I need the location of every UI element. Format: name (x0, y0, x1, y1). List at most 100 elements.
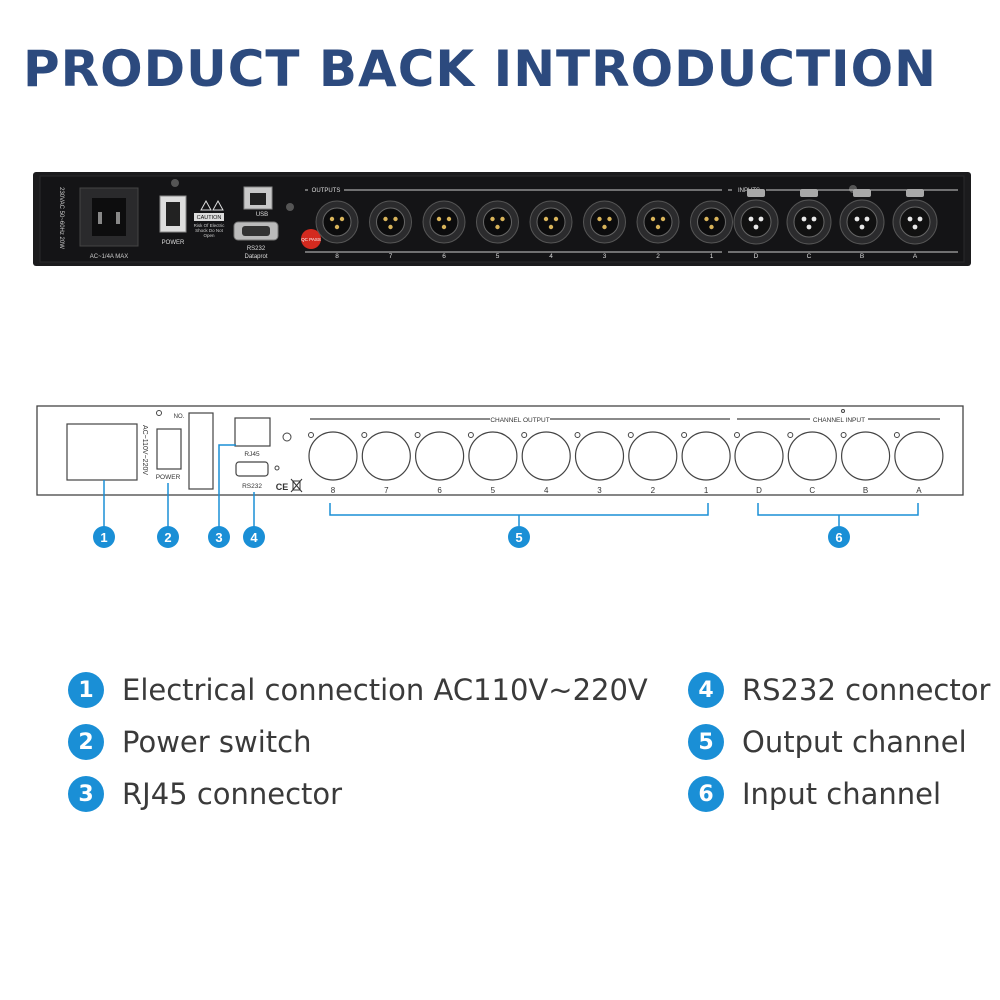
photo-output-number: 2 (656, 253, 660, 260)
photo-input-connector: C (786, 189, 832, 260)
leader-line-3 (218, 444, 236, 528)
drawing-input-letter: C (809, 486, 815, 495)
drawing-output-connector: 5 (467, 431, 518, 495)
photo-input-letter: B (860, 253, 864, 260)
svg-text:2: 2 (164, 530, 171, 545)
photo-input-letter: C (807, 253, 812, 260)
photo-output-number: 1 (710, 253, 714, 260)
legend-text: Electrical connection AC110V~220V (122, 673, 648, 707)
legend-text: Output channel (742, 725, 967, 759)
photo-output-connector: 5 (476, 200, 519, 260)
drawing-output-number: 1 (704, 486, 709, 495)
power-rating-label: 230VAC 50~60Hz 20W (58, 187, 64, 249)
drawing-output-number: 8 (331, 486, 336, 495)
photo-output-connector: 3 (583, 200, 626, 260)
photo-output-connector: 1 (690, 200, 733, 260)
screw-icon (286, 203, 294, 211)
warning-icon (200, 199, 212, 211)
callout-4: 4 (243, 526, 265, 548)
photo-output-number: 7 (389, 253, 393, 260)
legend-item-5: 5 Output channel (688, 720, 967, 764)
photo-output-number: 3 (603, 253, 607, 260)
legend-item-2: 2 Power switch (68, 720, 311, 764)
photo-output-connector: 4 (529, 200, 573, 260)
legend-text: Power switch (122, 725, 312, 759)
photo-output-connector: 8 (315, 200, 359, 260)
drawing-input-connector: D (734, 431, 784, 495)
legend-badge: 1 (68, 672, 104, 708)
line-drawing: AC~110V~220V NO. POWER RJ45 RS232 CE CHA… (36, 405, 964, 548)
drawing-output-number: 6 (437, 486, 442, 495)
drawing-output-connector: 7 (361, 431, 411, 495)
photo-output-number: 8 (335, 253, 339, 260)
channel-output-label: CHANNEL OUTPUT (490, 417, 549, 424)
drawing-rs232-port (235, 461, 269, 477)
screw-icon (171, 179, 179, 187)
drawing-input-connector: C (787, 431, 837, 495)
output-bracket (329, 503, 709, 516)
drawing-input-letter: A (916, 486, 922, 495)
caution-note: Risk Of Electric Shock Do Not Open (193, 223, 225, 238)
iec-socket-icon (92, 198, 126, 236)
drawing-no-label: NO. (174, 414, 185, 420)
drawing-input-letter: D (756, 486, 762, 495)
photo-input-connector: B (839, 189, 885, 260)
qc-label: QC PASS (301, 237, 321, 242)
callout-2: 2 (157, 526, 179, 548)
photo-output-connectors: 8 7 6 5 4 3 2 1 (315, 200, 733, 260)
photo-input-connector: D (733, 189, 779, 260)
callout-1: 1 (93, 526, 115, 548)
legend-badge: 6 (688, 776, 724, 812)
drawing-output-connector: 3 (574, 431, 625, 495)
rocker-icon (166, 202, 180, 226)
drawing-rs232-label: RS232 (242, 483, 262, 490)
svg-text:1: 1 (100, 530, 107, 545)
power-switch-label: POWER (162, 240, 185, 246)
drawing-power-label: POWER (156, 474, 181, 481)
device-photo: 230VAC 50~60Hz 20W AC~1/4A MAX POWER CAU… (33, 172, 971, 266)
drawing-output-number: 4 (544, 486, 549, 495)
legend-item-6: 6 Input channel (688, 772, 941, 816)
ce-mark: CE (276, 482, 289, 492)
drawing-slot (188, 412, 214, 490)
legend-item-1: 1 Electrical connection AC110V~220V (68, 668, 648, 712)
input-bracket (757, 503, 919, 516)
channel-input-label: CHANNEL INPUT (813, 417, 865, 424)
photo-output-number: 6 (442, 253, 446, 260)
photo-output-number: 4 (549, 253, 553, 260)
drawing-output-number: 3 (597, 486, 602, 495)
photo-output-connector: 6 (422, 200, 466, 260)
legend-badge: 5 (688, 724, 724, 760)
warning-icon (212, 199, 224, 211)
drawing-rj45-port (234, 417, 271, 447)
legend-badge: 4 (688, 672, 724, 708)
drawing-output-number: 5 (491, 486, 496, 495)
photo-output-connector: 7 (369, 200, 412, 260)
page-title: PRODUCT BACK INTRODUCTION (22, 40, 938, 98)
photo-input-letter: D (754, 253, 759, 260)
drawing-power-switch (156, 428, 182, 470)
qc-sticker (301, 229, 321, 249)
caution-label: CAUTION (197, 215, 222, 221)
drawing-input-connector: A (893, 431, 944, 495)
drawing-input-letter: B (863, 486, 868, 495)
legend-text: Input channel (742, 777, 942, 811)
callout-5: 5 (508, 526, 530, 548)
svg-text:3: 3 (215, 530, 222, 545)
legend-badge: 2 (68, 724, 104, 760)
legend-text: RJ45 connector (122, 777, 343, 811)
svg-text:6: 6 (835, 530, 842, 545)
callout-3: 3 (208, 526, 230, 548)
legend-item-3: 3 RJ45 connector (68, 772, 342, 816)
usb-label: USB (256, 212, 268, 218)
dataport-label: Dataprot (244, 254, 267, 260)
drawing-output-connector: 6 (414, 431, 465, 495)
weee-bin-icon (290, 478, 303, 493)
legend-text: RS232 connector (742, 673, 991, 707)
drawing-input-connector: B (840, 431, 891, 495)
photo-input-connector: A (892, 189, 938, 260)
callout-6: 6 (828, 526, 850, 548)
